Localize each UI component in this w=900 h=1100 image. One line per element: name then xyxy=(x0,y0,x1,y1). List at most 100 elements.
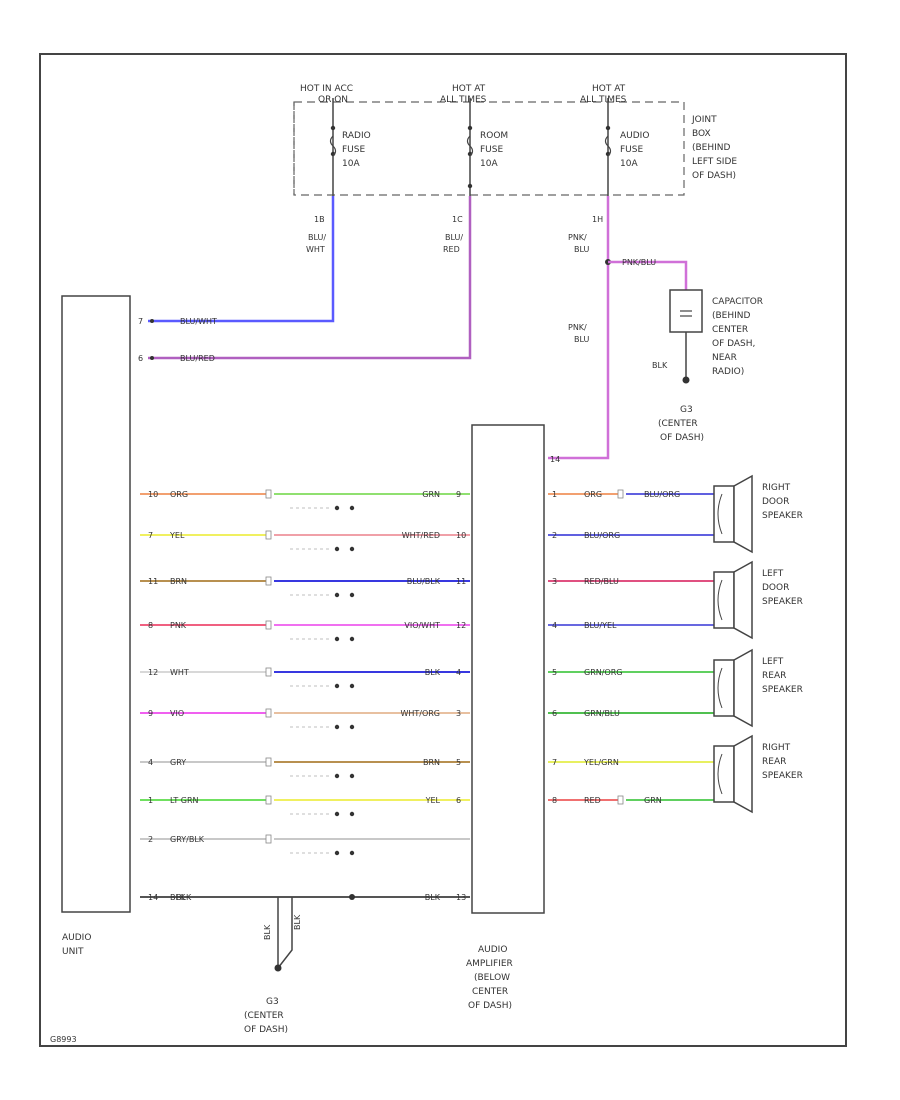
amplifier-pin: 7 xyxy=(552,758,557,767)
svg-text:BLU: BLU xyxy=(574,245,590,254)
wire-blu-wht: BLU/ WHT BLU/WHT 7 xyxy=(138,196,335,326)
wire-color-label: GRY/BLK xyxy=(170,835,205,844)
audio-fuse: AUDIO FUSE 10A xyxy=(604,98,649,196)
svg-text:OF DASH): OF DASH) xyxy=(468,1001,512,1011)
audio-unit-pin: 9 xyxy=(148,709,153,718)
svg-text:BLU/: BLU/ xyxy=(445,233,463,242)
amplifier-pin: 6 xyxy=(456,796,461,805)
speaker-label: SPEAKER xyxy=(762,685,803,695)
wire-color-label: BLK xyxy=(425,668,441,677)
svg-text:10A: 10A xyxy=(620,159,638,169)
wire-color-label: BLU/ORG xyxy=(584,531,620,540)
amplifier-pin: 12 xyxy=(456,621,466,630)
joint-box-label: JOINT BOX (BEHIND LEFT SIDE OF DASH) xyxy=(691,115,737,181)
ground-g3-bottom: G3 (CENTER OF DASH) xyxy=(244,997,288,1035)
svg-text:G3: G3 xyxy=(680,405,693,415)
svg-text:BLU/WHT: BLU/WHT xyxy=(180,317,217,326)
joint-box xyxy=(293,101,685,196)
svg-text:BLK: BLK xyxy=(263,924,272,940)
svg-text:HOT AT: HOT AT xyxy=(452,84,486,94)
svg-text:OF DASH): OF DASH) xyxy=(244,1025,288,1035)
wire-color-label: YEL xyxy=(169,531,185,540)
svg-text:CAPACITOR: CAPACITOR xyxy=(712,297,763,307)
svg-text:BLU: BLU xyxy=(574,335,590,344)
svg-text:UNIT: UNIT xyxy=(62,947,84,957)
amplifier-pin: 10 xyxy=(456,531,466,540)
svg-text:7: 7 xyxy=(138,317,143,326)
wire-color-label: BLK xyxy=(176,893,192,902)
amplifier-pin: 11 xyxy=(456,577,466,586)
amplifier-pin: 3 xyxy=(552,577,557,586)
svg-text:PNK/: PNK/ xyxy=(568,233,587,242)
amplifier-pin: 8 xyxy=(552,796,557,805)
wire-color-label: GRN xyxy=(422,490,440,499)
speaker-label: SPEAKER xyxy=(762,771,803,781)
svg-text:FUSE: FUSE xyxy=(342,145,365,155)
svg-text:(CENTER: (CENTER xyxy=(244,1011,284,1021)
svg-text:10A: 10A xyxy=(480,159,498,169)
svg-text:HOT AT: HOT AT xyxy=(592,84,626,94)
wire-color-label: PNK xyxy=(170,621,187,630)
svg-text:(BELOW: (BELOW xyxy=(474,973,510,983)
diagram-frame xyxy=(39,53,847,1047)
svg-text:(CENTER: (CENTER xyxy=(658,419,698,429)
diagram-id: G8993 xyxy=(50,1035,77,1044)
svg-text:JOINT: JOINT xyxy=(691,115,717,125)
wire-color-label: LT GRN xyxy=(170,796,199,805)
speaker-label: REAR xyxy=(762,671,786,681)
audio-unit-pin: 1 xyxy=(148,796,153,805)
svg-text:OF DASH): OF DASH) xyxy=(660,433,704,443)
speakers: RIGHTDOORSPEAKERLEFTDOORSPEAKERLEFTREARS… xyxy=(713,474,803,814)
speaker-label: DOOR xyxy=(762,497,789,507)
svg-text:14: 14 xyxy=(550,455,560,464)
audio-unit-pin: 7 xyxy=(148,531,153,540)
svg-text:BLK: BLK xyxy=(652,361,668,370)
amplifier-pin: 5 xyxy=(552,668,557,677)
audio-unit-pin: 14 xyxy=(148,893,158,902)
svg-text:FUSE: FUSE xyxy=(620,145,643,155)
amplifier-pin: 4 xyxy=(552,621,557,630)
speaker-label: SPEAKER xyxy=(762,511,803,521)
amplifier-box xyxy=(471,424,545,914)
audio-unit-pin: 11 xyxy=(148,577,158,586)
svg-text:PNK/: PNK/ xyxy=(568,323,587,332)
svg-text:CENTER: CENTER xyxy=(472,987,508,997)
svg-text:AUDIO: AUDIO xyxy=(62,933,91,943)
svg-text:OF DASH): OF DASH) xyxy=(692,171,736,181)
wire-color-label: WHT/RED xyxy=(402,531,440,540)
audio-unit-pin: 12 xyxy=(148,668,158,677)
svg-text:AUDIO: AUDIO xyxy=(620,131,649,141)
speaker-label: REAR xyxy=(762,757,786,767)
svg-text:LEFT SIDE: LEFT SIDE xyxy=(692,157,737,167)
audio-unit-box xyxy=(61,295,131,913)
amplifier-label: AUDIO AMPLIFIER (BELOW CENTER OF DASH) xyxy=(466,945,513,1011)
signal-row: 7 YEL WHT/RED 10 xyxy=(140,530,470,552)
amplifier-pin: 3 xyxy=(456,709,461,718)
terminal-1c: 1C xyxy=(452,215,463,224)
speaker-label: LEFT xyxy=(762,657,784,667)
svg-text:G3: G3 xyxy=(266,997,279,1007)
svg-text:AMPLIFIER: AMPLIFIER xyxy=(466,959,513,969)
svg-text:BLK: BLK xyxy=(293,914,302,930)
speaker-label: LEFT xyxy=(762,569,784,579)
wire-blu-red: BLU/ RED BLU/RED 6 xyxy=(138,196,472,363)
svg-text:10A: 10A xyxy=(342,159,360,169)
wire-color-label: YEL/GRN xyxy=(583,758,619,767)
hot-label-3: HOT AT ALL TIMES xyxy=(580,84,627,105)
svg-text:BLU/RED: BLU/RED xyxy=(180,354,215,363)
svg-text:CENTER: CENTER xyxy=(712,325,748,335)
wire-color-label: YEL xyxy=(425,796,441,805)
wire-color-label: GRN/ORG xyxy=(584,668,623,677)
svg-text:BLU/: BLU/ xyxy=(308,233,326,242)
